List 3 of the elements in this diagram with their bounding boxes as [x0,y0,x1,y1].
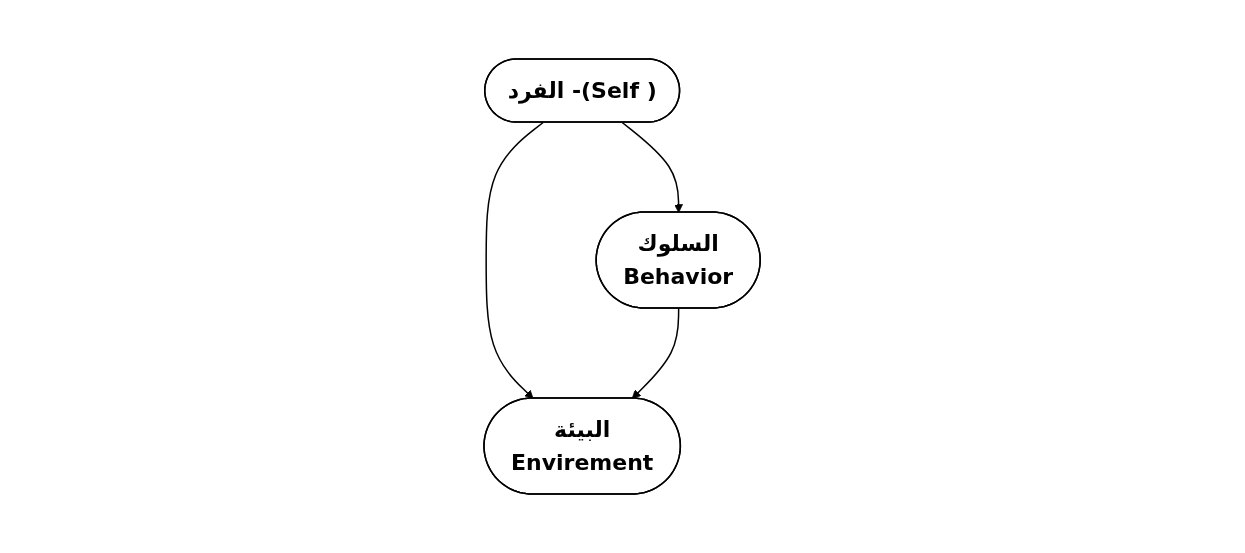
arrow [621,121,684,213]
arrow [632,307,680,399]
arrow [485,121,545,399]
